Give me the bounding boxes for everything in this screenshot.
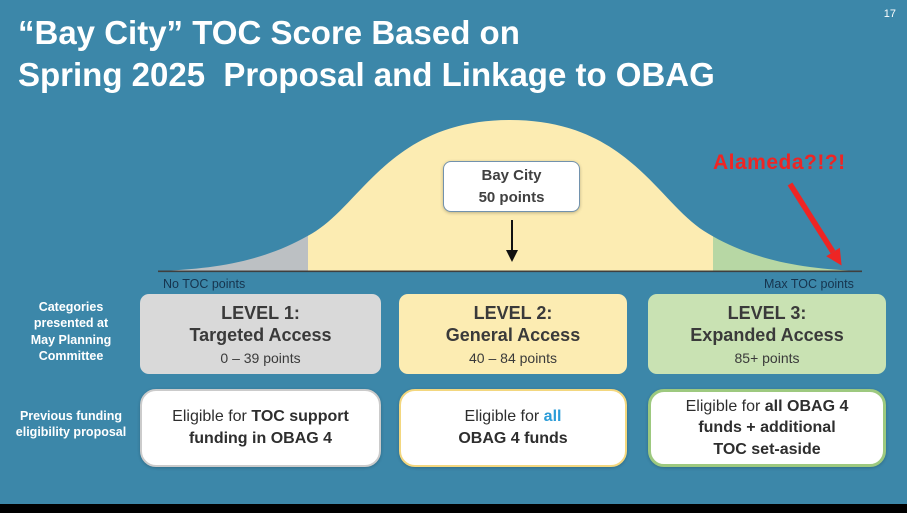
level-2-range: 40 – 84 points <box>469 349 557 366</box>
callout-title: Bay City <box>481 166 542 184</box>
eligibility-box-3: Eligible for all OBAG 4 funds + addition… <box>648 389 886 467</box>
level-3-range: 85+ points <box>734 349 800 366</box>
elig-1-normal: Eligible for <box>172 408 252 426</box>
axis-label-right: Max TOC points <box>764 277 854 291</box>
page-number: 17 <box>883 8 896 20</box>
level-1-heading: LEVEL 1: <box>221 303 300 323</box>
curve-left-tail <box>158 235 308 271</box>
title-line-2: Spring 2025 Proposal and Linkage to OBAG <box>18 55 715 93</box>
level-1-range: 0 – 39 points <box>220 349 301 366</box>
eligibility-box-1: Eligible for TOC support funding in OBAG… <box>140 389 381 467</box>
bay-city-callout: Bay City 50 points <box>443 161 580 212</box>
title-line-1: “Bay City” TOC Score Based on <box>18 14 520 51</box>
side-label-eligibility: Previous funding eligibility proposal <box>15 409 127 440</box>
down-arrow-icon <box>506 220 518 262</box>
axis-label-left: No TOC points <box>163 277 246 291</box>
alameda-annotation: Alameda?!?! <box>713 151 846 174</box>
elig-2-normal: Eligible for <box>464 408 544 426</box>
bottom-bar <box>0 504 907 513</box>
eligibility-box-2: Eligible for all OBAG 4 funds <box>399 389 627 467</box>
slide-title: “Bay City” TOC Score Based on Spring 202… <box>18 12 715 95</box>
level-2-heading: LEVEL 2: <box>473 303 553 323</box>
elig-3-bold-line1: all OBAG 4 <box>764 397 849 415</box>
elig-1-bold-line1: TOC support <box>251 408 349 426</box>
elig-3-bold-line2: funds + additional <box>698 419 836 437</box>
level-2-name: General Access <box>445 324 581 345</box>
elig-2-accent: all <box>543 408 562 426</box>
callout-subtitle: 50 points <box>478 188 545 206</box>
eligibility-box-3-text: Eligible for all OBAG 4 funds + addition… <box>686 396 849 461</box>
elig-3-normal: Eligible for <box>685 397 765 415</box>
level-3-name: Expanded Access <box>690 324 844 345</box>
elig-3-bold-line3: TOC set-aside <box>713 440 821 458</box>
level-1-box: LEVEL 1: Targeted Access 0 – 39 points <box>140 294 381 374</box>
level-3-box: LEVEL 3: Expanded Access 85+ points <box>648 294 886 374</box>
eligibility-box-1-text: Eligible for TOC support funding in OBAG… <box>172 406 349 449</box>
red-arrow-icon <box>787 182 842 266</box>
elig-1-bold-line2: funding in OBAG 4 <box>188 430 333 447</box>
elig-2-bold-line2: OBAG 4 funds <box>458 430 568 447</box>
side-label-categories: Categories presented at May Planning Com… <box>30 300 112 363</box>
curve-right-tail <box>713 236 862 271</box>
level-1-name: Targeted Access <box>189 324 332 345</box>
level-2-box: LEVEL 2: General Access 40 – 84 points <box>399 294 627 374</box>
eligibility-box-2-text: Eligible for all OBAG 4 funds <box>458 406 567 449</box>
level-3-heading: LEVEL 3: <box>727 303 807 323</box>
